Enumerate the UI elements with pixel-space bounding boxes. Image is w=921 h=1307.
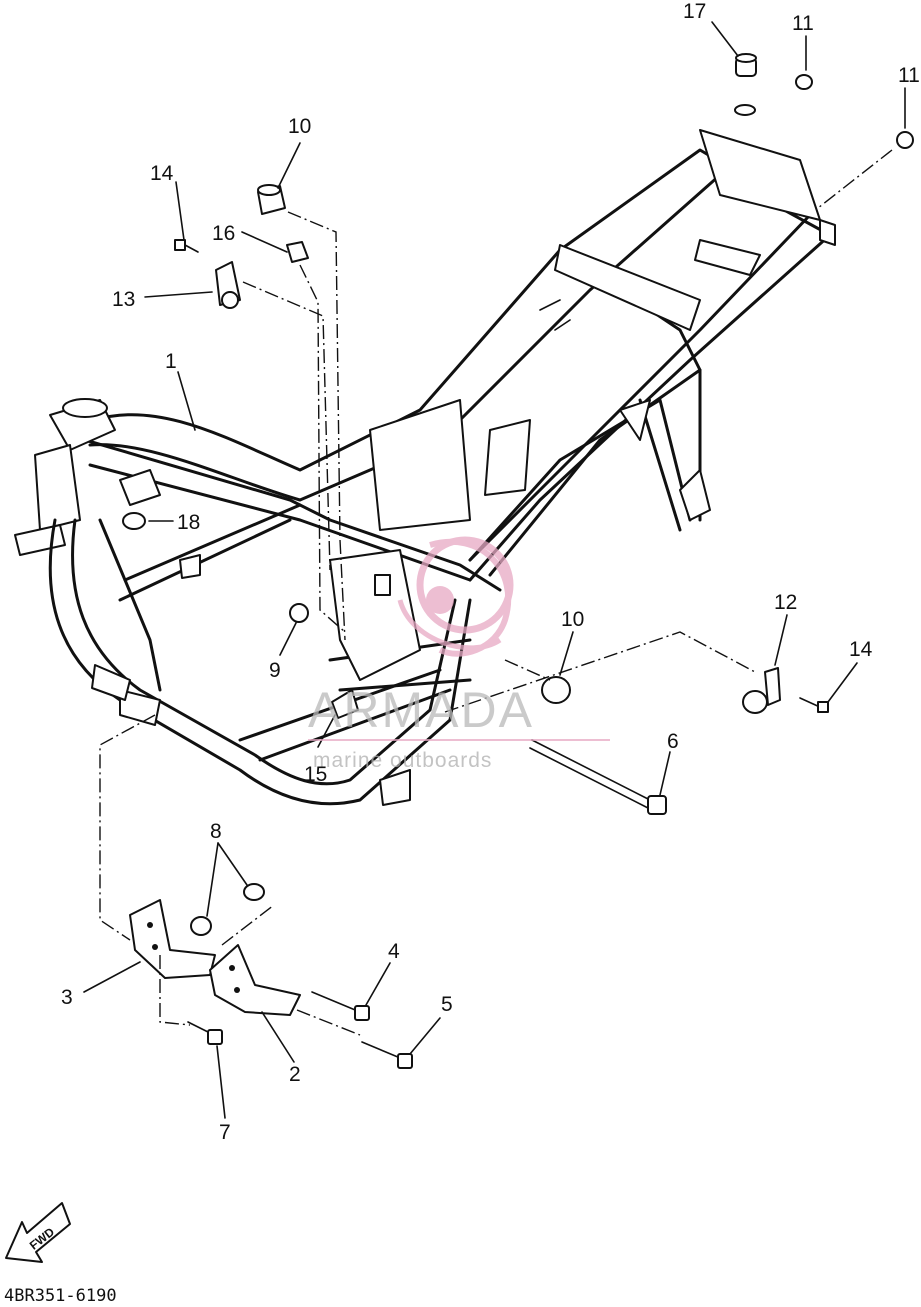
callout-10a: 10 <box>288 115 311 138</box>
bolt-7 <box>187 1021 223 1045</box>
callout-3: 3 <box>61 986 73 1009</box>
nut-18 <box>122 512 146 530</box>
callout-5: 5 <box>441 993 453 1016</box>
callout-12: 12 <box>774 591 797 614</box>
grommet-10b <box>541 676 571 704</box>
engine-bracket-2 <box>209 944 301 1016</box>
callout-10b: 10 <box>561 608 584 631</box>
parts-group <box>122 53 914 1069</box>
callout-4: 4 <box>388 940 400 963</box>
clip-16 <box>286 241 309 263</box>
nut-9 <box>289 603 309 623</box>
callouts: 17 11 11 10 14 16 13 1 18 12 10 14 9 6 1… <box>61 0 920 1144</box>
watermark: ARMADA marine outboards <box>308 536 610 772</box>
callout-1: 1 <box>165 350 177 373</box>
callout-7: 7 <box>219 1121 231 1144</box>
bolt-14b <box>799 697 829 713</box>
grommet-17 <box>735 53 757 77</box>
callout-14a: 14 <box>150 162 174 185</box>
motorcycle-frame <box>14 104 836 806</box>
bolt-14a <box>174 239 199 253</box>
bracket-12 <box>742 667 781 714</box>
callout-14b: 14 <box>849 638 873 661</box>
watermark-logo-icon <box>397 536 514 657</box>
callout-15: 15 <box>304 763 327 786</box>
long-bolt-6 <box>529 739 667 815</box>
fwd-arrow-icon: FWD <box>5 1202 71 1263</box>
cap-11b <box>896 131 914 149</box>
leader-lines <box>83 21 906 1119</box>
callout-11a: 11 <box>792 12 814 35</box>
callout-6: 6 <box>667 730 679 753</box>
collar-8a <box>243 883 265 901</box>
figure-code: 4BR351-6190 <box>4 1286 117 1306</box>
callout-16: 16 <box>212 222 235 245</box>
callout-11b: 11 <box>898 64 920 87</box>
callout-8: 8 <box>210 820 222 843</box>
bolt-4 <box>311 991 370 1021</box>
callout-2: 2 <box>289 1063 301 1086</box>
bolt-5 <box>361 1041 413 1069</box>
grommet-10a <box>257 184 286 215</box>
clamp-15 <box>331 689 359 719</box>
cap-11a <box>795 74 813 90</box>
callout-18: 18 <box>177 511 200 534</box>
callout-13: 13 <box>112 288 135 311</box>
bracket-13 <box>215 261 241 309</box>
callout-9: 9 <box>269 659 281 682</box>
watermark-tagline: marine outboards <box>313 749 492 772</box>
watermark-brand: ARMADA <box>308 682 534 738</box>
collar-8b <box>190 916 212 936</box>
engine-bracket-3 <box>129 899 216 979</box>
callout-17: 17 <box>683 0 706 23</box>
